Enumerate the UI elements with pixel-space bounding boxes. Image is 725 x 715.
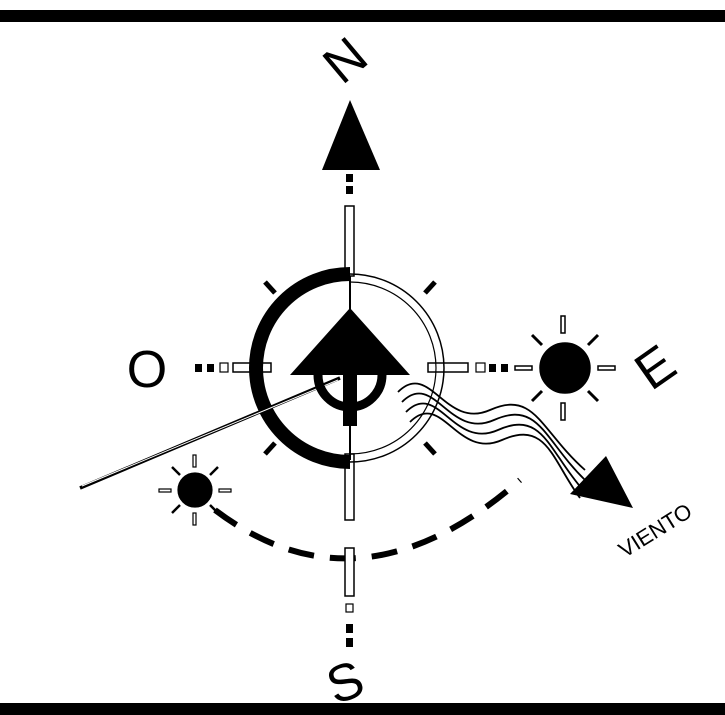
east-axis bbox=[428, 363, 508, 372]
wind-lines bbox=[398, 383, 585, 498]
north-label: N bbox=[313, 26, 379, 95]
top-border bbox=[0, 10, 725, 22]
sun-icon-east bbox=[515, 316, 615, 420]
east-label: E bbox=[625, 334, 687, 401]
sun-path-arc bbox=[215, 480, 520, 558]
south-axis bbox=[345, 454, 354, 647]
north-arrow-icon bbox=[322, 100, 380, 170]
wind-label: VIENTO bbox=[614, 498, 696, 562]
center-symbol bbox=[290, 308, 410, 426]
north-axis bbox=[322, 100, 380, 276]
west-label: O bbox=[127, 341, 167, 399]
